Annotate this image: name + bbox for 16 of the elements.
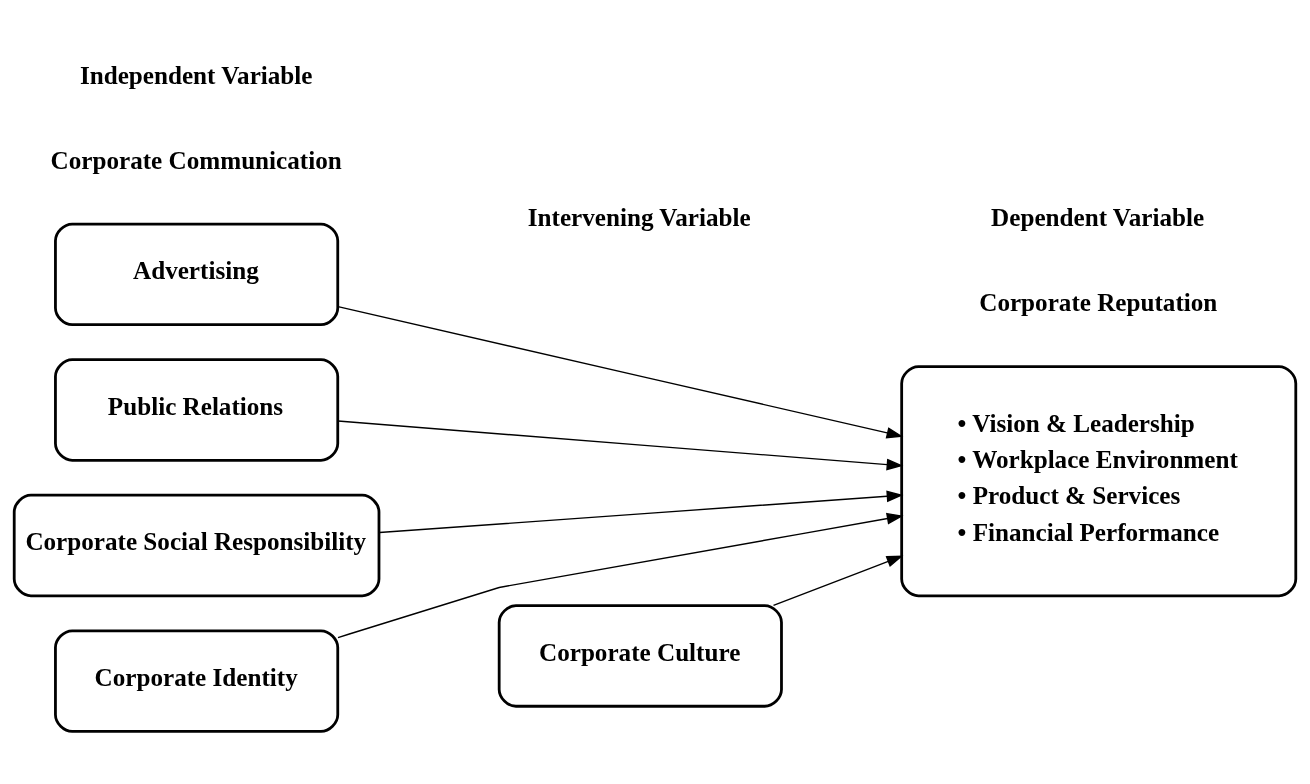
arrow: [337, 512, 904, 638]
node-box: Corporate Identity: [54, 628, 340, 733]
node-box: Advertising: [54, 222, 340, 326]
arrow: [378, 489, 904, 533]
node-box: Public Relations: [54, 357, 340, 462]
arrow: [337, 419, 904, 470]
node-box: Corporate Social Responsibility: [12, 493, 381, 597]
arrow: [772, 555, 904, 606]
arrow: [337, 305, 904, 439]
label: Corporate Communication: [50, 146, 342, 174]
label: Corporate Reputation: [979, 288, 1218, 316]
label: Intervening Variable: [527, 203, 751, 231]
label: Dependent Variable: [991, 203, 1205, 231]
node-box: • Vision & Leadership • Workplace Environment • Product & Services • Financial Performance: [900, 364, 1298, 597]
label: Independent Variable: [79, 61, 313, 88]
node-box: Corporate Culture: [497, 603, 783, 708]
